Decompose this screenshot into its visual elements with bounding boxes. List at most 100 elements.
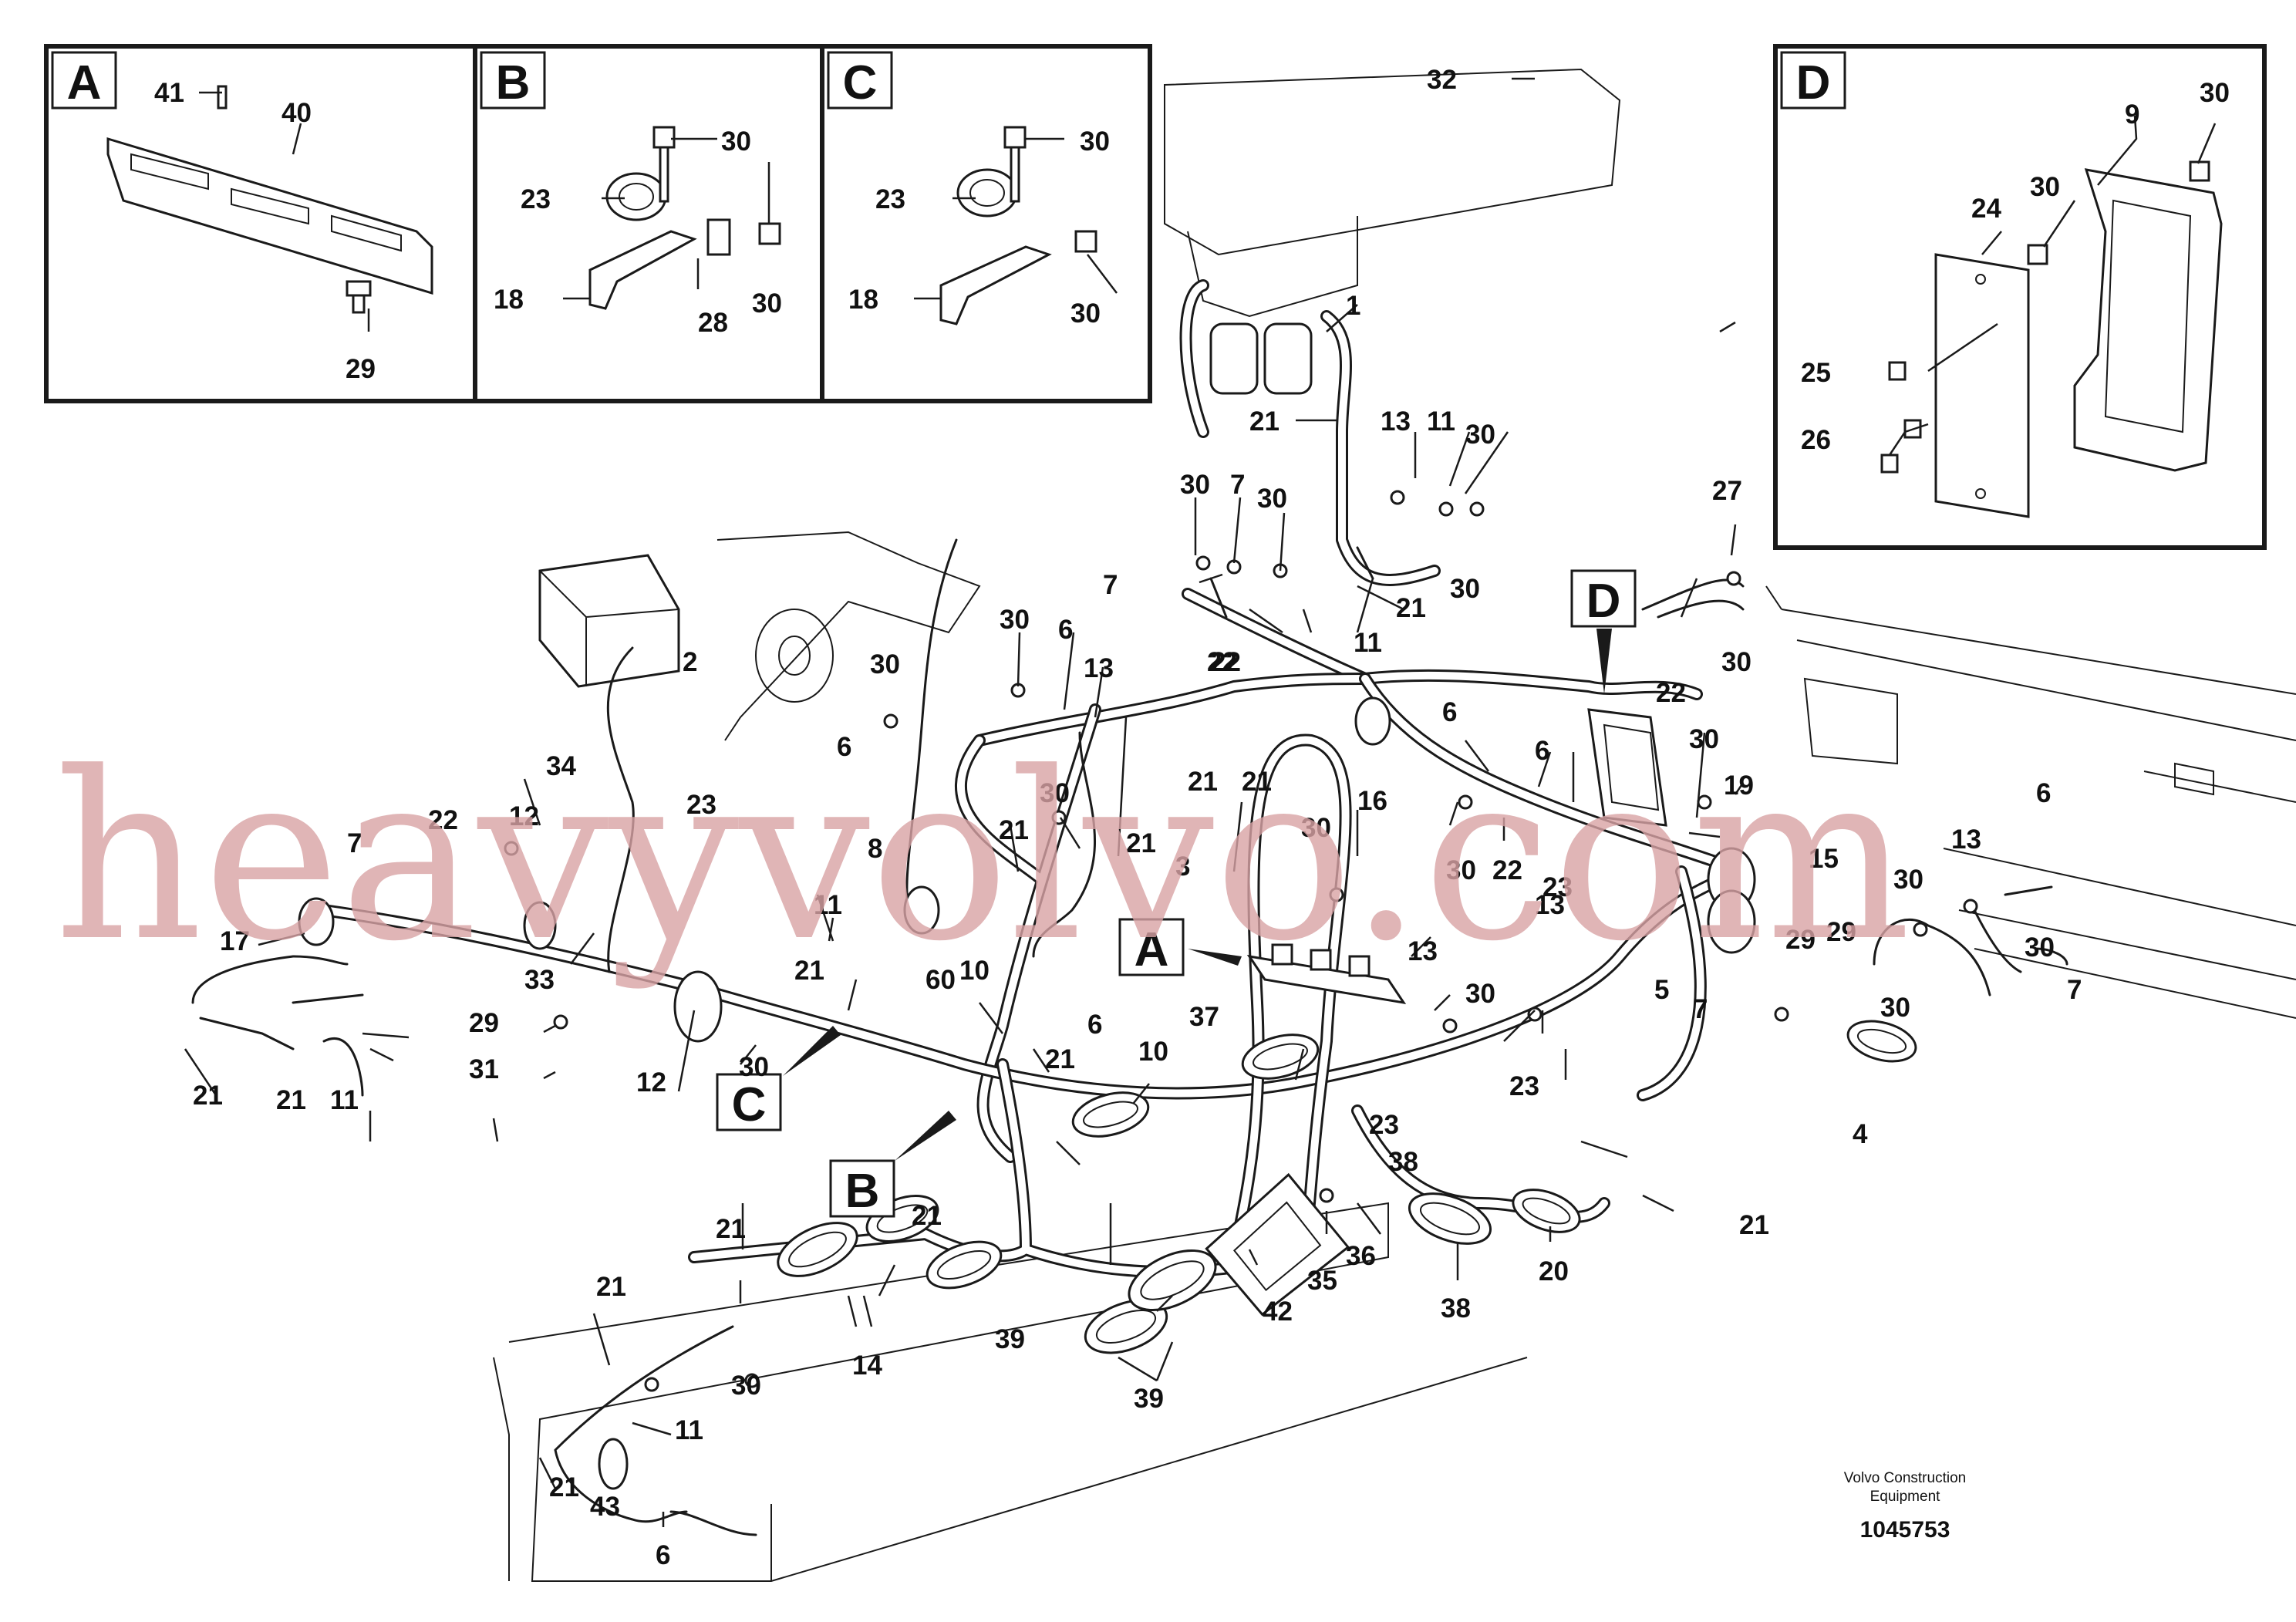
callout-21: 21 [1396,593,1426,623]
callout-11: 11 [675,1415,703,1445]
callout-29: 30 [1880,993,1910,1023]
svg-text:D: D [1586,575,1621,628]
callout-9: 9 [2125,99,2139,130]
callout-23: 23 [521,184,551,214]
callout-22: 22 [1656,678,1686,708]
callout-22: 22 [1207,647,1237,677]
callout-38: 38 [1441,1293,1471,1324]
fasteners [504,490,1978,1392]
machine-frame-outline [493,68,2296,1582]
callout-29: 29 [1785,925,1816,955]
callout-21: 21 [794,956,824,986]
callout-37: 30 [739,1052,769,1082]
callout-12: 12 [636,1067,666,1098]
callout-21: 21 [716,1214,746,1244]
callout-29: 30 [1893,865,1923,895]
watermark: heavyvolvo.com [54,723,1911,992]
oval-seals [777,1020,1917,1354]
callout-13: 11 [814,890,842,920]
callout-38: 38 [1388,1147,1418,1177]
callout-31: 31 [469,1054,499,1084]
callout-21: 21 [1126,828,1156,858]
detail-panel-d: D [1773,44,2267,550]
callout-27: 27 [1712,476,1742,506]
callout-6: 6 [1535,736,1549,766]
callout-42: 42 [1263,1297,1293,1327]
svg-text:B: B [845,1165,880,1218]
callout-13: 13 [1084,653,1114,683]
callout-30: 30 [752,288,782,319]
callout-6: 13 [1408,936,1438,966]
callout-33: 33 [524,965,555,995]
callout-30: 30 [1450,574,1480,604]
callout-43: 43 [590,1492,620,1522]
callout-7: 7 [347,828,362,858]
callout-16: 16 [1357,786,1387,816]
callout-6: 6 [656,1540,670,1570]
callout-30: 30 [870,649,900,679]
callout-10: 10 [1138,1037,1168,1067]
detail-d-letter: D [1796,56,1831,110]
callout-21: 21 [596,1272,626,1302]
callout-1: 1 [1346,291,1360,321]
callout-25: 25 [1801,358,1831,388]
callout-13: 60 [925,965,956,995]
callout-6: 6 [1058,615,1073,645]
callout-6: 23 [1542,872,1573,902]
callout-11: 11 [330,1085,359,1115]
callout-7: 7 [1230,470,1245,500]
callout-20: 20 [1539,1256,1569,1286]
callout-30: 30 [2025,932,2055,963]
callout-13: 13 [1381,406,1411,437]
connector-bracket [1246,943,1407,1005]
callout-30: 30 [1070,298,1101,329]
leader-lines [184,77,2217,1527]
callout-30: 30 [2200,78,2230,108]
callout-2: 2 [683,647,697,677]
callout-14: 14 [852,1351,882,1381]
callout-21: 21 [999,815,1029,845]
callout-36: 36 [1346,1241,1376,1271]
callout-30: 30 [1721,647,1752,677]
callout-21: 21 [1045,1044,1075,1074]
callout-30: 30 [1465,979,1495,1009]
callout-30: 30 [1257,484,1287,514]
callout-numbers: 41 40 29 30 23 18 28 30 30 23 18 30 9 30… [154,65,2230,1570]
callout-40: 40 [282,98,312,128]
grommets [298,696,1756,1043]
callout-6: 6 [1442,697,1457,727]
callout-11: 11 [1427,406,1455,437]
callout-32: 32 [1427,65,1457,95]
callout-8: 8 [868,834,882,864]
svg-text:C: C [732,1078,767,1131]
document-number: 1045753 [1860,1517,1950,1543]
callout-41: 41 [154,78,184,108]
callout-7: 7 [2067,975,2082,1005]
callout-22: 22 [1211,647,1241,677]
main-ref-d: D [1570,569,1637,694]
callout-22: 22 [1492,855,1522,885]
main-ref-c: C [716,1026,841,1131]
callout-11: 10 [959,956,990,986]
callout-21: 21 [549,1472,579,1502]
callout-30: 29 [469,1008,499,1038]
main-ref-a: A [1118,918,1242,976]
callout-18: 18 [494,285,524,315]
callout-30: 13 [1951,824,1981,855]
filter-assembly [1209,322,1313,395]
detail-panel-b: B [473,44,824,403]
callout-3: 3 [1175,851,1190,882]
callout-21: 21 [1739,1210,1769,1240]
callout-30: 30 [2030,172,2060,202]
callout-23: 23 [875,184,905,214]
callout-23: 23 [1369,1110,1399,1140]
callout-6: 13 [1535,890,1565,920]
callout-30: 30 [1080,126,1110,157]
callout-26: 26 [1801,425,1831,455]
thin-wiring [191,538,2068,1536]
callout-21: 21 [1249,406,1279,437]
callout-23: 23 [686,790,716,820]
callout-4: 4 [1853,1119,1868,1149]
callout-39: 39 [1134,1384,1164,1414]
